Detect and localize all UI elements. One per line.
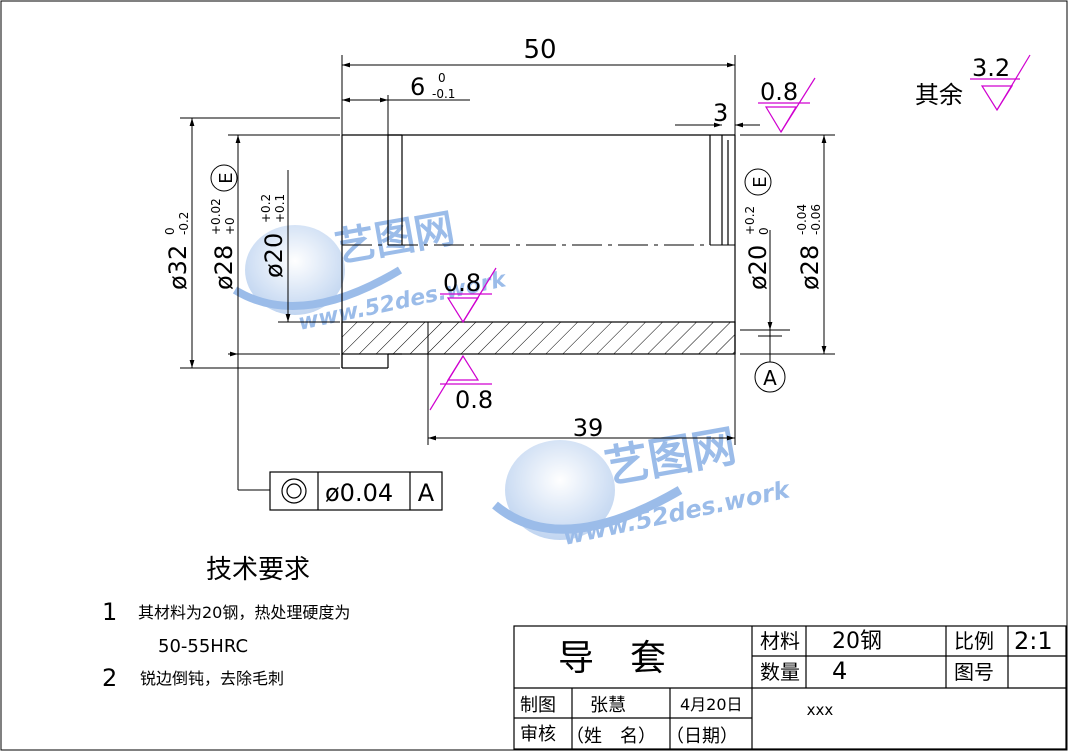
datum-a-circle bbox=[754, 361, 786, 393]
dimension-lines bbox=[180, 55, 835, 491]
dim-od28-right-tol-lower: -0.06 bbox=[809, 204, 823, 235]
dim-od32: ø32 bbox=[164, 245, 192, 290]
dim-id20-left: ø20 bbox=[260, 233, 288, 278]
tolerance-frame bbox=[269, 471, 443, 511]
roughness-symbol-bore-bottom bbox=[429, 354, 492, 411]
scale-value: 2:1 bbox=[1014, 627, 1053, 655]
drawn-name: 张慧 bbox=[590, 695, 626, 716]
roughness-others-label: 其余 bbox=[915, 81, 963, 109]
dim-id20-right-tol-upper: +0.2 bbox=[743, 206, 757, 235]
drawn-date: 4月20日 bbox=[680, 695, 743, 714]
dim-id20-left-tol-upper: +0.2 bbox=[259, 194, 273, 223]
roughness-others-value: 3.2 bbox=[972, 54, 1010, 82]
part-section bbox=[341, 134, 736, 369]
dim-overall-length: 50 bbox=[523, 35, 556, 65]
watermark-brand-2: 艺图网 bbox=[601, 421, 740, 494]
material-label: 材料 bbox=[760, 629, 800, 653]
dim-groove-width: 6 bbox=[410, 73, 425, 101]
checked-label: 审核 bbox=[520, 724, 556, 745]
dim-od28-right-tol-upper: -0.04 bbox=[795, 204, 809, 235]
checked-name: （姓 名） bbox=[566, 726, 656, 747]
datum-a-label: A bbox=[763, 366, 777, 390]
dim-od28-left-tol-lower: +0 bbox=[223, 217, 237, 235]
roughness-bore-bottom-value: 0.8 bbox=[455, 386, 493, 414]
title-block bbox=[513, 625, 1067, 750]
checked-date: （日期） bbox=[666, 726, 738, 747]
quantity-value: 4 bbox=[832, 657, 847, 685]
roughness-top-value: 0.8 bbox=[760, 78, 798, 106]
watermark-logo-2: 艺图网 www.52des.work bbox=[492, 421, 794, 551]
company-name: xxx bbox=[807, 701, 834, 719]
drawing-no-label: 图号 bbox=[954, 660, 994, 684]
tolerance-datum: A bbox=[418, 479, 435, 507]
dim-groove-tol-upper: 0 bbox=[438, 71, 446, 85]
part-name: 导 套 bbox=[558, 638, 666, 679]
quantity-label: 数量 bbox=[760, 660, 800, 684]
tolerance-value: ø0.04 bbox=[325, 479, 393, 507]
concentricity-icon bbox=[281, 478, 307, 504]
od28-left-envelope: E bbox=[216, 172, 237, 183]
dim-od32-tol-lower: -0.2 bbox=[177, 212, 191, 235]
dim-inner-length: 39 bbox=[573, 414, 604, 442]
scale-label: 比例 bbox=[954, 629, 994, 653]
drawn-label: 制图 bbox=[520, 695, 556, 716]
roughness-symbol-top bbox=[758, 77, 816, 134]
id20-right-envelope: E bbox=[750, 176, 771, 187]
tech-req-1-line2: 50-55HRC bbox=[158, 636, 248, 657]
dim-od28-right: ø28 bbox=[796, 245, 824, 290]
dim-id20-right-tol-lower: 0 bbox=[757, 227, 771, 235]
dim-groove-tol-lower: -0.1 bbox=[432, 87, 455, 101]
dim-right-step: 3 bbox=[713, 99, 728, 127]
tech-req-title: 技术要求 bbox=[206, 555, 310, 585]
tech-req-2-line1: 锐边倒钝，去除毛刺 bbox=[140, 669, 284, 688]
dim-id20-left-tol-lower: +0.1 bbox=[273, 194, 287, 223]
roughness-bore-top-value: 0.8 bbox=[443, 269, 481, 297]
roughness-symbol-others bbox=[970, 54, 1031, 112]
dim-od28-left: ø28 bbox=[210, 245, 238, 290]
tech-req-1-line1: 其材料为20钢，热处理硬度为 bbox=[138, 603, 350, 622]
roughness-symbol-bore-top bbox=[440, 267, 497, 324]
material-value: 20钢 bbox=[832, 629, 882, 654]
dim-id20-right: ø20 bbox=[744, 245, 772, 290]
dim-od32-tol-upper: 0 bbox=[163, 227, 177, 235]
tech-req-2-num: 2 bbox=[102, 664, 117, 692]
dim-od28-left-tol-upper: +0.02 bbox=[209, 198, 223, 235]
tech-req-1-num: 1 bbox=[102, 598, 117, 626]
watermark-brand-1: 艺图网 bbox=[332, 206, 458, 272]
